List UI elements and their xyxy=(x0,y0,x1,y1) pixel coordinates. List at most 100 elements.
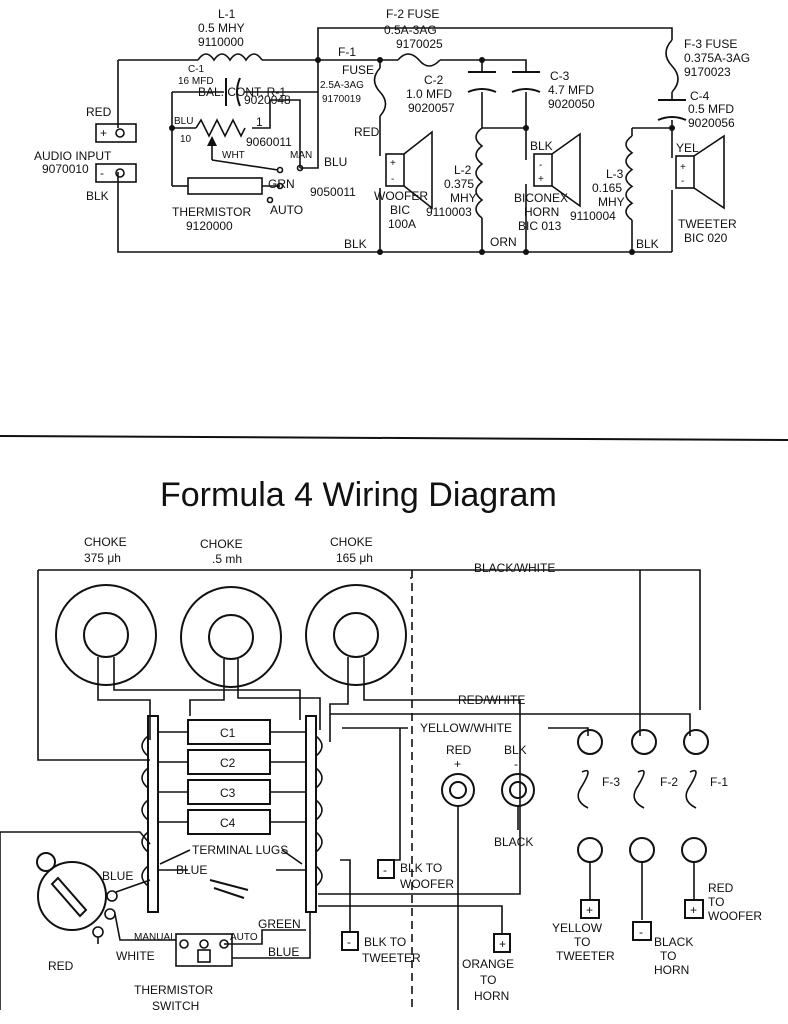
r1-one: 1 xyxy=(256,115,263,129)
choke2-label: CHOKE xyxy=(200,537,243,551)
cap-c3 xyxy=(187,779,271,805)
blue2-wire-label: BLUE xyxy=(268,945,299,959)
thermistor-name: THERMISTOR xyxy=(172,205,251,219)
thermistor-switch xyxy=(175,933,233,967)
cap-c2-label: C2 xyxy=(220,756,236,770)
l1-part: 9110000 xyxy=(198,35,244,49)
l2-unit: MHY xyxy=(450,191,477,205)
c2-name: C-2 xyxy=(424,73,444,87)
woofer-name: WOOFER xyxy=(374,189,428,203)
choke-5mh-outer xyxy=(180,586,282,688)
woofer-blk: BLK xyxy=(344,237,367,251)
section-divider xyxy=(0,435,788,441)
horn-model: BIC 013 xyxy=(518,219,562,233)
fuse-clip-f2-top xyxy=(631,729,657,755)
blk-to-woofer-2: WOOFER xyxy=(400,877,454,891)
fuse-clip-f2-bottom xyxy=(629,837,655,863)
fuse-f1 xyxy=(373,67,387,117)
red-to-woofer-sign: + xyxy=(690,903,697,917)
thermistor-part: 9120000 xyxy=(186,219,233,233)
wire-red-white: RED/WHITE xyxy=(458,693,525,707)
cap-c3-label: C3 xyxy=(220,786,236,800)
resistor-r1 xyxy=(195,118,246,138)
thermistor-switch-2: SWITCH xyxy=(152,999,199,1013)
choke3-value: 165 μh xyxy=(336,551,373,565)
red-wire-label: RED xyxy=(48,959,74,973)
cap-c4-label: C4 xyxy=(220,816,236,830)
woofer-bic: BIC xyxy=(390,203,410,217)
orange-to-horn-terminal xyxy=(493,933,511,953)
blue-wire-label: BLUE xyxy=(102,869,133,883)
fuse-f1-symbol xyxy=(685,769,697,809)
blk-to-woofer-terminal xyxy=(377,859,395,879)
black-to-horn-3: HORN xyxy=(654,963,689,977)
terminal-strip-left xyxy=(147,715,159,913)
l1-name: L-1 xyxy=(218,7,236,21)
l2-value: 0.375 xyxy=(444,177,474,191)
horn-orn: ORN xyxy=(490,235,517,249)
horn-minus: - xyxy=(539,160,542,171)
fuse-f1-label: F-1 xyxy=(710,775,728,789)
f1-value: 2.5A-3AG xyxy=(320,80,364,91)
woofer-model: 100A xyxy=(388,217,416,231)
tweeter-magnet xyxy=(675,155,695,189)
f1-name2: FUSE xyxy=(342,63,374,77)
wire-yellow-white: YELLOW/WHITE xyxy=(420,721,512,735)
thermistor-part2: 9050011 xyxy=(310,185,356,199)
terminal-lugs-label: TERMINAL LUGS xyxy=(192,843,288,857)
f2-value: 0.5A-3AG xyxy=(384,23,437,37)
c3-part: 9020050 xyxy=(548,97,595,111)
inductor-l1 xyxy=(197,53,263,62)
white-wire-label: WHITE xyxy=(116,949,155,963)
input-red-sign: + xyxy=(454,757,461,771)
cap-c4 xyxy=(187,809,271,835)
choke-375-inner xyxy=(83,612,129,658)
tweeter-blk: BLK xyxy=(636,237,659,251)
c4-name: C-4 xyxy=(690,89,710,103)
yellow-to-tweeter-1: YELLOW xyxy=(552,921,603,935)
blk-to-tweeter-sign: - xyxy=(347,935,351,949)
pot-shaft xyxy=(50,876,88,918)
blk-to-tweeter-1: BLK TO xyxy=(364,935,406,949)
input-plus-sign: + xyxy=(100,126,107,140)
input-red-terminal xyxy=(441,773,475,807)
inductor-l2 xyxy=(475,127,484,219)
fuse-clip-f1-bottom xyxy=(681,837,707,863)
blue-lug-label: BLUE xyxy=(176,863,207,877)
l3-part: 9110004 xyxy=(570,209,616,223)
choke3-label: CHOKE xyxy=(330,535,373,549)
input-red: RED xyxy=(86,105,112,119)
tweeter-minus: - xyxy=(681,176,684,187)
f3-part: 9170023 xyxy=(684,65,731,79)
wire-black-white: BLACK/WHITE xyxy=(474,561,555,575)
c2-part: 9020057 xyxy=(408,101,455,115)
f2-part: 9170025 xyxy=(396,37,443,51)
blk-to-woofer-sign: - xyxy=(383,863,387,877)
l3-value: 0.165 xyxy=(592,181,622,195)
blk-to-woofer-1: BLK TO xyxy=(400,861,442,875)
switch-manual-label: MANUAL xyxy=(134,932,176,943)
horn-plus: + xyxy=(538,174,544,185)
input-black-label: BLACK xyxy=(494,835,533,849)
c4-part: 9020056 xyxy=(688,116,735,130)
input-blk-sign: - xyxy=(514,757,518,771)
l3-name: L-3 xyxy=(606,167,624,181)
yellow-to-tweeter-sign: + xyxy=(586,903,593,917)
choke1-value: 375 μh xyxy=(84,551,121,565)
f3-value: 0.375A-3AG xyxy=(684,51,750,65)
black-to-horn-1: BLACK xyxy=(654,935,693,949)
orange-to-horn-2: TO xyxy=(480,973,496,987)
woofer-magnet xyxy=(385,153,405,187)
pot-knob xyxy=(36,852,56,872)
fuse-clip-f3-bottom xyxy=(577,837,603,863)
c1-part: 9020048 xyxy=(244,93,291,107)
blk-to-tweeter-2: TWEETER xyxy=(362,951,421,965)
red-to-woofer-1: RED xyxy=(708,881,734,895)
input-red-label: RED xyxy=(446,743,472,757)
fuse-f3-symbol xyxy=(577,769,589,809)
fuse-f3 xyxy=(665,39,679,93)
choke-165-inner xyxy=(333,612,379,658)
inductor-l3 xyxy=(625,135,634,221)
choke-375-outer xyxy=(55,584,157,686)
orange-to-horn-sign: + xyxy=(499,937,506,951)
